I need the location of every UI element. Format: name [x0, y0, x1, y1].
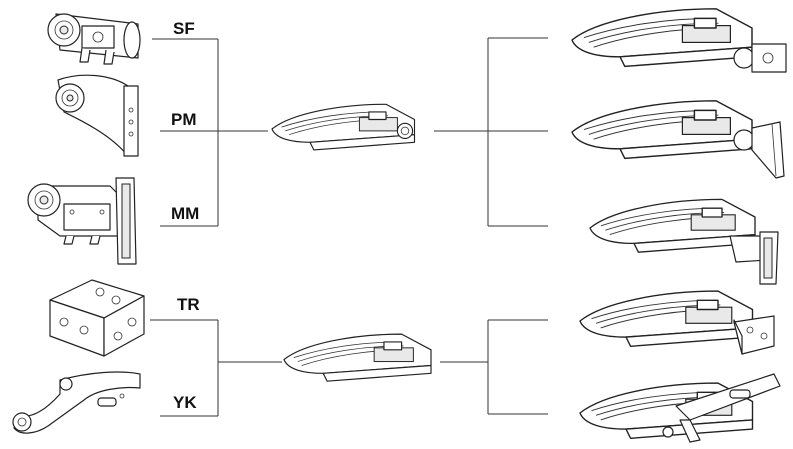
trunnion-bracket-icon	[49, 279, 145, 357]
mount-code-tr: TR	[177, 295, 200, 314]
slip-fitter-mount-icon	[47, 13, 141, 65]
pole-mount-arm-icon	[55, 74, 139, 157]
fixture-with-mast-arm-icon	[589, 198, 779, 285]
area-light-fixture-lower	[283, 333, 432, 382]
fixture-with-pole-mount-icon	[571, 100, 785, 179]
connector-lines-lower-right	[440, 319, 548, 415]
fixture-with-trunnion-icon	[579, 290, 775, 355]
fixture-with-yoke-icon	[579, 373, 781, 443]
area-light-fixture-upper	[271, 103, 416, 151]
mast-arm-mount-icon	[27, 177, 137, 265]
mount-code-yk: YK	[173, 393, 197, 412]
yoke-mount-icon	[12, 371, 141, 434]
connector-lines-upper-left	[152, 38, 268, 227]
connector-lines-lower-left	[150, 319, 282, 417]
connector-lines-upper-right	[434, 37, 548, 227]
mount-code-pm: PM	[171, 110, 197, 129]
fixture-with-slip-fitter-icon	[571, 8, 787, 73]
mount-code-sf: SF	[173, 19, 195, 38]
mount-code-mm: MM	[171, 204, 199, 223]
